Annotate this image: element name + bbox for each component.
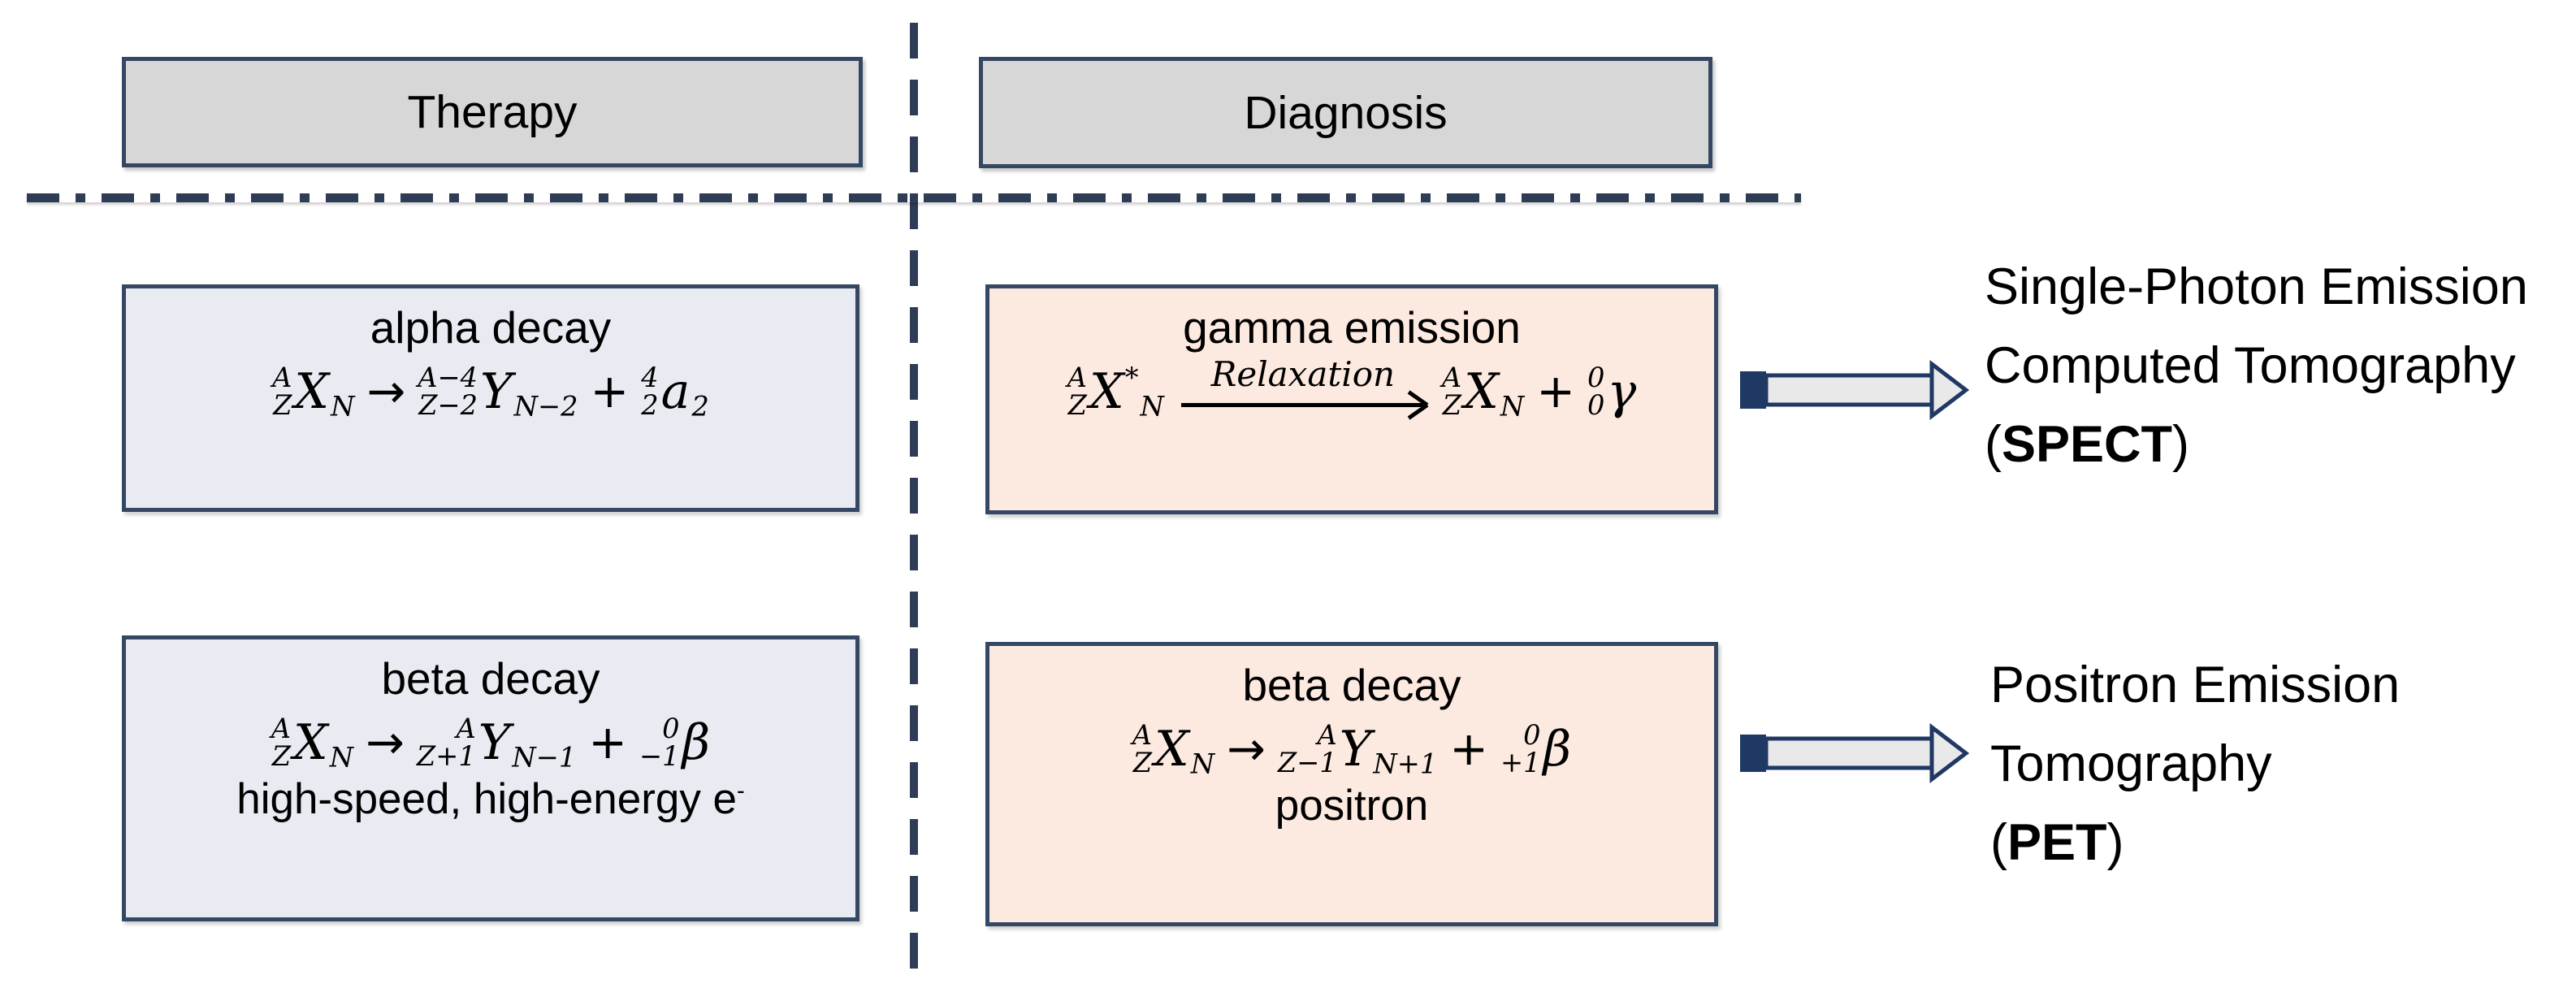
spect-label-line1: Single-Photon Emission	[1985, 258, 2528, 315]
arrow-cap	[1740, 735, 1766, 772]
pet-block-arrow	[1740, 722, 1970, 784]
diagnosis-header-box: Diagnosis	[979, 57, 1712, 168]
plus-sign: +	[1536, 364, 1576, 418]
pet-label-acronym-line: (PET)	[1990, 814, 2124, 871]
beta-particle: 0−1 β	[639, 712, 711, 773]
beta-diagnosis-note: positron	[1275, 782, 1429, 830]
diagnosis-header-label: Diagnosis	[1244, 86, 1448, 139]
pet-label: Positron Emission Tomography (PET)	[1990, 646, 2400, 882]
arrow-cap	[1740, 371, 1766, 409]
pet-label-line2: Tomography	[1990, 735, 2272, 792]
reaction-arrow: →	[366, 364, 406, 418]
beta-decay-therapy-title: beta decay	[381, 653, 600, 704]
gamma-emission-title: gamma emission	[1183, 302, 1521, 353]
beta-therapy-note: high-speed, high-energy e-	[236, 775, 745, 824]
spect-block-arrow	[1740, 359, 1970, 421]
spect-label-line2: Computed Tomography	[1985, 337, 2516, 394]
plus-sign: +	[1449, 722, 1489, 776]
plus-sign: +	[588, 715, 628, 769]
electron-minus-superscript: -	[737, 778, 745, 804]
alpha-decay-title: alpha decay	[370, 302, 612, 353]
spect-acronym: SPECT	[2001, 416, 2173, 473]
relaxation-arrow-line	[1180, 402, 1425, 407]
therapy-header-label: Therapy	[407, 86, 578, 138]
reaction-arrow: →	[366, 715, 405, 769]
vertical-dashed-divider	[910, 23, 918, 988]
horizontal-dashdot-divider	[27, 193, 1801, 202]
reaction-arrow: →	[1227, 722, 1266, 776]
excited-state-asterisk: *	[1124, 362, 1139, 394]
arrow-head	[1929, 359, 1970, 421]
therapy-header-box: Therapy	[122, 57, 863, 167]
spect-label: Single-Photon Emission Computed Tomograp…	[1985, 248, 2528, 484]
pet-label-line1: Positron Emission	[1990, 657, 2401, 713]
relaxation-label: Relaxation	[1210, 353, 1396, 394]
pet-acronym: PET	[2007, 814, 2107, 871]
arrow-shaft	[1764, 373, 1934, 407]
beta-decay-diagnosis-title: beta decay	[1242, 660, 1461, 710]
plus-sign: +	[590, 364, 630, 418]
relaxation-arrow: Relaxation	[1180, 353, 1425, 407]
arrow-shaft	[1764, 736, 1934, 770]
spect-label-acronym-line: (SPECT)	[1985, 416, 2190, 473]
arrow-head	[1929, 722, 1970, 784]
positron-particle: 0+1 β	[1500, 718, 1572, 779]
